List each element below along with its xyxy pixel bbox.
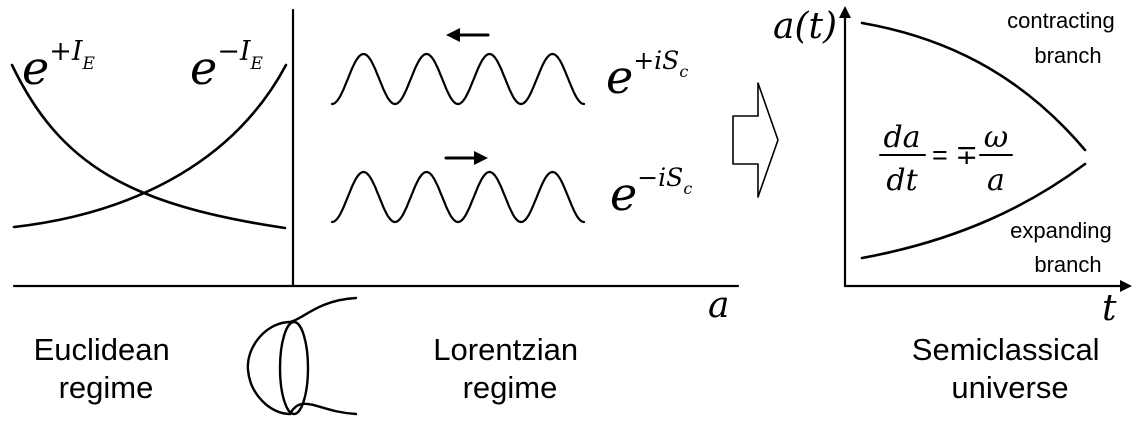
- exp-plus-isc-sup: +iS: [633, 46, 679, 75]
- y-axis-arrowhead: [839, 6, 851, 18]
- contracting-branch-label: contracting branch: [1007, 8, 1121, 68]
- left-panel: e+IE e−IE a Euclidean regime Lorentzian …: [10, 8, 740, 416]
- euclidean-label-line2: regime: [59, 370, 154, 405]
- exp-minus-isc-sub: c: [683, 179, 692, 198]
- tunneling-geometry-sketch: [246, 296, 358, 416]
- right-panel: a(t) t contracting branch expanding bran…: [773, 6, 1132, 405]
- contracting-label-line2: branch: [1034, 43, 1101, 68]
- right-arrow-icon: [444, 151, 488, 165]
- transition-arrow-icon: [732, 82, 779, 198]
- euclidean-growing-curve: [12, 63, 288, 229]
- eq-lhs-denominator: dt: [886, 163, 918, 198]
- wave-packets: e+iSc e−iSc: [330, 28, 692, 224]
- euclidean-regime-label: Euclidean regime: [34, 332, 179, 405]
- exp-plus-ie-base: e: [22, 41, 49, 95]
- semiclassical-label-line1: Semiclassical: [912, 332, 1100, 367]
- expanding-branch-label: expanding branch: [1010, 218, 1118, 277]
- y-axis-label: a(t): [773, 6, 837, 47]
- eq-lhs-numerator: da: [883, 120, 920, 155]
- lower-wave-packet: [330, 170, 586, 224]
- exp-minus-isc-label: e−iSc: [610, 163, 692, 221]
- semiclassical-label-line2: universe: [951, 370, 1068, 405]
- exp-minus-ie-label: e−IE: [190, 36, 264, 95]
- x-axis-label: t: [1102, 288, 1117, 329]
- exp-minus-ie-sub: E: [250, 54, 264, 74]
- exp-plus-ie-sup: +I: [49, 36, 84, 67]
- exp-minus-ie-base: e: [190, 41, 217, 95]
- exp-plus-isc-label: e+iSc: [606, 46, 688, 104]
- expanding-label-line1: expanding: [1010, 218, 1112, 243]
- a-axis-label: a: [708, 285, 729, 326]
- x-axis-arrowhead: [1120, 280, 1132, 292]
- exp-plus-ie-sub: E: [82, 54, 96, 74]
- lorentzian-regime-label: Lorentzian regime: [433, 332, 586, 405]
- exp-plus-isc-base: e: [606, 50, 633, 104]
- expanding-label-line2: branch: [1034, 252, 1101, 277]
- friedmann-equation: da dt = ∓ ω a: [879, 120, 1013, 198]
- lorentzian-label-line1: Lorentzian: [433, 332, 578, 367]
- eq-sign: = ∓: [932, 140, 978, 170]
- exp-minus-ie-sup: −I: [217, 36, 252, 67]
- eq-rhs-denominator: a: [987, 163, 1005, 198]
- euclidean-label-line1: Euclidean: [34, 332, 170, 367]
- contracting-branch-curve: [860, 21, 1087, 152]
- eq-rhs-numerator: ω: [984, 120, 1008, 155]
- contracting-label-line1: contracting: [1007, 8, 1115, 33]
- exp-minus-isc-sup: −iS: [637, 163, 683, 192]
- exp-plus-isc-sub: c: [679, 62, 688, 81]
- semiclassical-universe-label: Semiclassical universe: [912, 332, 1108, 405]
- upper-wave-packet: [330, 52, 586, 106]
- lorentzian-label-line2: regime: [463, 370, 558, 405]
- expanding-branch-curve: [860, 162, 1087, 260]
- euclidean-decaying-curve: [10, 63, 287, 230]
- exp-minus-isc-base: e: [610, 167, 637, 221]
- exp-plus-ie-label: e+IE: [22, 36, 96, 95]
- left-arrow-icon: [446, 28, 490, 42]
